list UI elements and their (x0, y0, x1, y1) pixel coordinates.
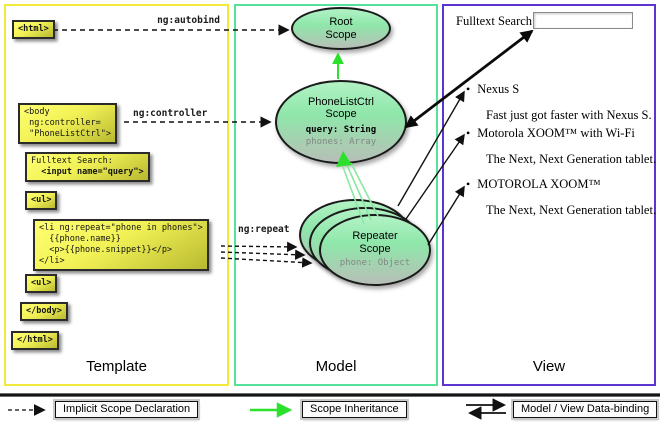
repeater-scope-title: Repeater Scope (352, 230, 398, 255)
view-item-name: •Nexus S (466, 82, 520, 96)
phonelistctrl-scope-title: PhoneListCtrl Scope (307, 95, 375, 121)
repeater-scope-ellipse: Repeater Scope phone: Object (319, 214, 431, 286)
code-box-fulltext: Fulltext Search: <input name="query"> (25, 152, 150, 183)
model-panel-title: Model (315, 358, 357, 375)
phonelistctrl-phones-prop: phones: Array (305, 136, 377, 147)
code-box-ul-open: <ul> (25, 191, 58, 211)
code-box-li-repeat: <li ng:repeat="phone in phones"> {{phone… (33, 219, 209, 272)
code-box-body-open: <body ng:controller= "PhoneListCtrl"> (18, 103, 117, 145)
bullet-icon: • (466, 126, 471, 140)
code-fulltext-label: Fulltext Search: (31, 156, 113, 166)
view-item-snippet: Fast just got faster with Nexus S. (486, 108, 652, 122)
legend-binding-label: Model / View Data-binding (513, 401, 658, 418)
code-box-html-close: </html> (11, 331, 59, 351)
code-box-html-open: <html> (12, 20, 55, 40)
bullet-icon: • (466, 177, 471, 191)
model-panel (234, 4, 438, 386)
legend-inheritance-label: Scope Inheritance (302, 401, 407, 418)
ng-repeat-label: ng:repeat (238, 224, 290, 235)
view-item-snippet: The Next, Next Generation tablet. (486, 152, 657, 166)
fulltext-search-input[interactable] (533, 12, 633, 29)
repeater-phone-prop: phone: Object (339, 258, 411, 269)
view-panel (442, 4, 656, 386)
template-panel-title: Template (86, 358, 147, 375)
bullet-icon: • (466, 82, 471, 96)
code-box-ul-close: <ul> (25, 274, 58, 294)
legend-binding-arrows-icon (466, 398, 507, 420)
view-item-snippet: The Next, Next Generation tablet. (486, 203, 657, 217)
legend-implicit-label: Implicit Scope Declaration (55, 401, 199, 418)
phonelistctrl-scope-ellipse: PhoneListCtrl Scope query: String phones… (275, 80, 407, 164)
view-item-name: •MOTOROLA XOOM™ (466, 177, 601, 191)
root-scope-ellipse: Root Scope (291, 7, 391, 50)
code-fulltext-input: <input name="query"> (31, 167, 144, 178)
view-panel-title: View (532, 358, 566, 375)
view-fulltext-label: Fulltext Search: (456, 14, 536, 28)
view-item-name: •Motorola XOOM™ with Wi-Fi (466, 126, 635, 140)
root-scope-title: Root Scope (325, 15, 357, 41)
ng-controller-label: ng:controller (133, 108, 208, 119)
phonelistctrl-query-prop: query: String (305, 124, 377, 135)
ng-autobind-label: ng:autobind (157, 15, 220, 26)
code-box-body-close: </body> (20, 302, 68, 322)
